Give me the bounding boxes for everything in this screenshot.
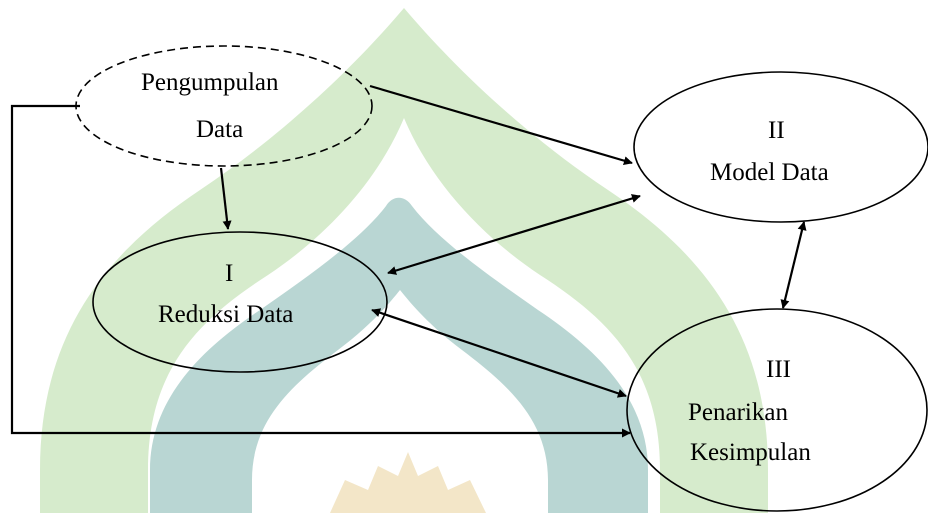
penarikan-label-line2: Penarikan [688,399,788,426]
model-data-node [633,71,928,223]
arrow-reduksi-penarikan-bidirectional [371,308,627,398]
arrow-model-reduksi-bidirectional [387,194,641,275]
penarikan-label-line3: Kesimpulan [690,439,811,466]
penarikan-kesimpulan-node [626,308,928,512]
model-label-line2: Model Data [710,159,829,186]
arrow-model-penarikan-bidirectional [780,221,807,309]
penarikan-label-line1: III [766,356,791,383]
reduksi-label-line1: I [225,260,234,287]
arrow-pengumpulan-to-model [369,84,633,166]
model-label-line1: II [768,117,785,144]
arrow-pengumpulan-to-reduksi [219,167,232,230]
pengumpulan-label-line2: Data [196,116,244,143]
reduksi-label-line2: Reduksi Data [158,301,294,328]
reduksi-data-node [92,231,388,373]
arrow-pengumpulan-to-penarikan-elbow [10,104,631,438]
watermark-star [330,452,486,513]
pengumpulan-label-line1: Pengumpulan [141,69,279,96]
